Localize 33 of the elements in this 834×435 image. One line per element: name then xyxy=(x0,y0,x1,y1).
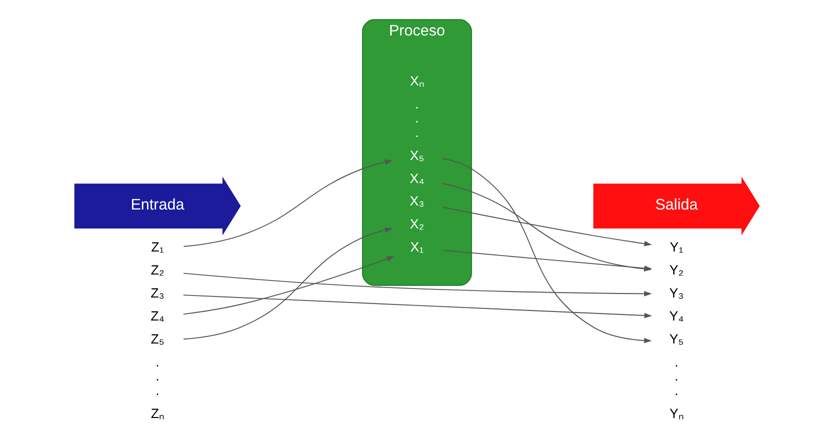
label: . xyxy=(674,354,678,370)
node-text: Xₙ xyxy=(410,73,424,88)
node-text: Z₂ xyxy=(150,262,164,278)
node-text: X₄ xyxy=(410,170,424,186)
arrow xyxy=(183,272,652,296)
arrow xyxy=(183,159,393,248)
node-text: Y₄ xyxy=(669,308,684,324)
node-text: X₂ xyxy=(410,216,424,232)
node-text: X₁ xyxy=(410,240,424,255)
arrow xyxy=(183,227,393,340)
arrow xyxy=(182,256,394,315)
node-text: Y₁ xyxy=(670,240,684,255)
node-text: X₅ xyxy=(410,148,424,163)
node-text: Z₄ xyxy=(150,308,164,324)
node-text: Z₅ xyxy=(150,331,164,346)
node-text: Y₅ xyxy=(669,331,684,346)
node-text: X₃ xyxy=(410,194,424,209)
node-text: Zₙ xyxy=(150,406,164,421)
node-text: Yₙ xyxy=(670,406,684,421)
label: . xyxy=(156,354,160,370)
label: . xyxy=(674,382,678,398)
label: . xyxy=(415,96,419,112)
label: . xyxy=(415,110,419,126)
node-text: Z₃ xyxy=(150,286,164,300)
node-text: Z₁ xyxy=(151,240,164,255)
arrow xyxy=(182,294,652,318)
node-text: Y₃ xyxy=(669,286,684,300)
label: . xyxy=(674,368,678,384)
node-text: Y₂ xyxy=(669,262,684,278)
label: . xyxy=(156,368,160,384)
arrow xyxy=(442,206,652,246)
label: . xyxy=(415,124,419,140)
label: . xyxy=(156,382,160,398)
